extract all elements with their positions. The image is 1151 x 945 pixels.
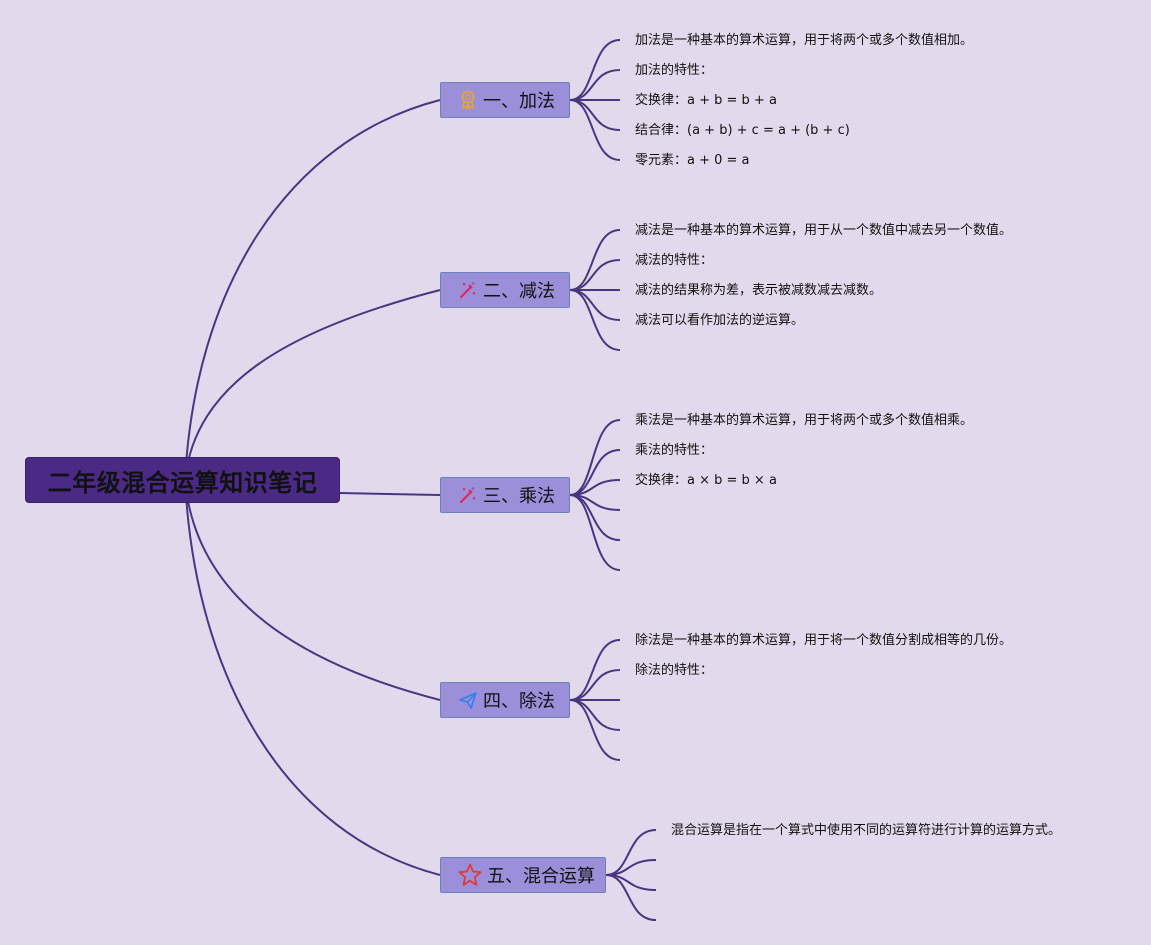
leaf-connector — [569, 699, 621, 761]
leaf-text: 结合律：(a + b) + c = a + (b + c) — [635, 123, 850, 138]
paper-plane-icon — [457, 689, 479, 711]
leaf-text: 乘法是一种基本的算术运算，用于将两个或多个数值相乘。 — [635, 413, 974, 428]
branch-label: 三、乘法 — [483, 486, 555, 507]
root-topic[interactable]: 二年级混合运算知识笔记 — [25, 457, 340, 503]
leaf-text: 减法可以看作加法的逆运算。 — [635, 313, 805, 328]
star-icon — [457, 862, 483, 888]
branch-label: 四、除法 — [483, 691, 555, 712]
leaf-text: 加法的特性： — [635, 63, 714, 78]
branch-addition[interactable]: 一、加法 — [440, 82, 570, 118]
leaf-connector — [569, 669, 621, 701]
leaf-text: 交换律：a + b = b + a — [635, 93, 777, 108]
leaf-connector — [569, 494, 621, 571]
leaf-text: 零元素：a + 0 = a — [635, 153, 750, 168]
leaf-text: 减法的特性： — [635, 253, 714, 268]
leaf-connector — [569, 39, 621, 101]
branch-label: 五、混合运算 — [487, 866, 595, 887]
branch-label: 一、加法 — [483, 91, 555, 112]
leaf-connector — [569, 699, 621, 731]
leaf-connector — [605, 829, 657, 876]
leaf-connector — [569, 289, 621, 351]
leaf-connector — [569, 449, 621, 496]
leaf-text: 混合运算是指在一个算式中使用不同的运算符进行计算的运算方式。 — [671, 823, 1062, 838]
branch-label: 二、减法 — [483, 281, 555, 302]
leaf-text: 交换律：a × b = b × a — [635, 473, 777, 488]
leaf-text: 除法的特性： — [635, 663, 714, 678]
branch-division[interactable]: 四、除法 — [440, 682, 570, 718]
leaf-text: 乘法的特性： — [635, 443, 714, 458]
leaf-connector — [569, 259, 621, 291]
leaf-text: 减法的结果称为差，表示被减数减去减数。 — [635, 283, 883, 298]
leaf-connector — [569, 229, 621, 291]
branch-mixed-operations[interactable]: 五、混合运算 — [440, 857, 606, 893]
root-title: 二年级混合运算知识笔记 — [47, 468, 318, 497]
leaf-connector — [569, 99, 621, 131]
root-connector — [184, 479, 441, 876]
branch-multiplication[interactable]: 三、乘法 — [440, 477, 570, 513]
leaf-text: 减法是一种基本的算术运算，用于从一个数值中减去另一个数值。 — [635, 223, 1013, 238]
leaf-text: 除法是一种基本的算术运算，用于将一个数值分割成相等的几份。 — [635, 633, 1013, 648]
leaf-connector — [569, 69, 621, 101]
leaf-connector — [569, 289, 621, 321]
leaf-connector — [569, 494, 621, 541]
leaf-connector — [569, 99, 621, 161]
leaf-connector — [569, 639, 621, 701]
root-connector — [184, 289, 441, 481]
branch-subtraction[interactable]: 二、减法 — [440, 272, 570, 308]
root-connector — [184, 99, 441, 481]
leaf-text: 加法是一种基本的算术运算，用于将两个或多个数值相加。 — [635, 33, 974, 48]
magic-wand-icon — [457, 484, 479, 506]
leaf-connector — [569, 419, 621, 496]
root-connector — [184, 479, 441, 701]
award-ribbon-icon — [457, 89, 479, 111]
leaf-connector — [605, 874, 657, 921]
root-connector — [339, 492, 441, 496]
magic-wand-icon — [457, 279, 479, 301]
